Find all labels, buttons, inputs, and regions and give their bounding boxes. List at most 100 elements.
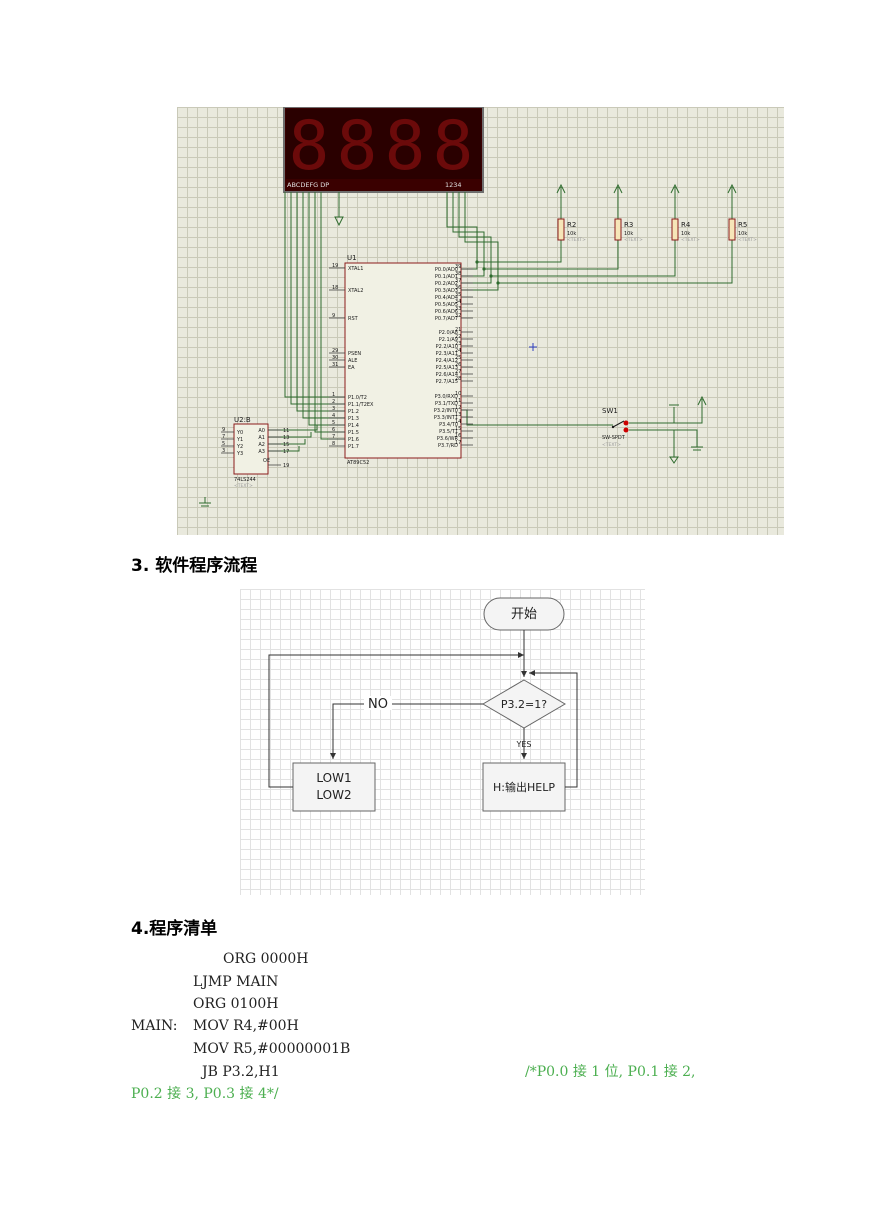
u1-pin-name: P2.3/A11 — [436, 351, 458, 357]
low-line-1: LOW1 — [316, 771, 351, 785]
u1-pin-number: 37 — [455, 278, 461, 284]
u1-pin-number: 31 — [332, 362, 338, 368]
u2-pin-number: 5 — [222, 441, 225, 447]
u1-pin-number: 5 — [332, 420, 335, 426]
vcc-arrow — [556, 183, 566, 194]
u1-pin-name: P3.6/WR — [437, 436, 459, 442]
u1-pin-number: 8 — [332, 441, 335, 447]
u1-pin-name: P2.1/A9 — [439, 337, 458, 343]
u1-pin-number: 4 — [332, 413, 335, 419]
u1-pin-name: P3.4/T0 — [439, 422, 458, 428]
u1-pin-name: P1.4 — [348, 423, 359, 429]
code-line-3: ORG 0100H — [193, 996, 279, 1012]
u1-pin-name: P0.3/AD3 — [435, 288, 458, 294]
u1-pin-number: 10 — [455, 391, 461, 397]
section-3-title: 3. 软件程序流程 — [131, 556, 258, 576]
u1-pin-name: RST — [348, 316, 359, 322]
flowchart-help-node: H:输出HELP — [482, 762, 566, 812]
u2-buffer: U2:B 74LS244 <TEXT> OE — [233, 416, 270, 489]
switch-vcc-arrow — [697, 395, 707, 406]
u1-pin-name: P3.3/INT1 — [434, 415, 458, 421]
u2-ref: U2:B — [234, 416, 251, 424]
u1-microcontroller: U1 AT89C52 — [344, 254, 462, 466]
u1-pin-number: 12 — [455, 405, 461, 411]
low-line-2: LOW2 — [316, 788, 351, 802]
resistor-value: 10k — [738, 231, 747, 237]
u1-pin-number: 2 — [332, 399, 335, 405]
u1-pin-name: P2.7/A15 — [436, 379, 458, 385]
u1-right-pins: 39P0.0/AD038P0.1/AD137P0.2/AD236P0.3/AD3… — [434, 264, 473, 449]
switch-wire-top — [629, 399, 703, 424]
resistor-value: 10k — [624, 231, 633, 237]
u1-pin-name: P0.4/AD4 — [435, 295, 458, 301]
wires — [199, 183, 737, 507]
u1-pin-number: 36 — [455, 285, 461, 291]
vcc-arrow — [670, 183, 680, 194]
u1-pin-number: 3 — [332, 406, 335, 412]
u2-pin-name: Y3 — [236, 451, 243, 457]
u1-pin-name: P1.3 — [348, 416, 359, 422]
u1-pin-name: P1.5 — [348, 430, 359, 436]
u1-pin-name: XTAL1 — [348, 266, 363, 272]
junction-dot — [496, 281, 500, 285]
u1-pin-number: 38 — [455, 271, 461, 277]
switch-ref: SW1 — [602, 407, 618, 415]
u1-pin-name: P2.5/A13 — [436, 365, 458, 371]
u2-oe-label: OE — [263, 458, 270, 464]
u1-pin-name: P0.6/AD6 — [435, 309, 458, 315]
u1-pin-number: 34 — [455, 299, 461, 305]
u2-pin-name: Y2 — [236, 444, 243, 450]
u1-pin-number: 11 — [455, 398, 461, 404]
no-label: NO — [368, 697, 388, 712]
pullup-wire — [477, 240, 562, 263]
u2-pin-name: A3 — [258, 449, 265, 455]
u1-pin-number: 9 — [332, 313, 335, 319]
digit-glyph: 8 — [433, 107, 474, 186]
display-digit-3: 8 — [385, 107, 426, 186]
u2-text-tag: <TEXT> — [234, 483, 253, 489]
u1-pin-number: 1 — [332, 392, 335, 398]
resistor-text-tag: <TEXT> — [624, 237, 643, 243]
u1-pin-number: 7 — [332, 434, 335, 440]
u1-pin-name: P0.7/AD7 — [435, 316, 458, 322]
segment-wire — [308, 192, 345, 426]
u1-pin-name: P1.2 — [348, 409, 359, 415]
u1-pin-name: P1.0/T2 — [348, 395, 367, 401]
resistor-body — [557, 218, 565, 241]
u1-pin-number: 39 — [455, 264, 461, 270]
decision-label: P3.2=1? — [501, 698, 547, 711]
junction-dot — [482, 267, 486, 271]
u1-pin-number: 14 — [455, 419, 461, 425]
resistor-body — [671, 218, 679, 241]
resistor-value: 10k — [681, 231, 690, 237]
u1-pin-name: P2.2/A10 — [436, 344, 458, 350]
code-line-4: MOV R4,#00H — [193, 1018, 299, 1034]
u2-pin-name: A2 — [258, 442, 265, 448]
u2-pin-name: A0 — [258, 428, 265, 434]
u1-pin-name: P0.5/AD5 — [435, 302, 458, 308]
u1-pin-name: P0.0/AD0 — [435, 267, 458, 273]
u1-pin-name: P3.7/RD — [438, 443, 458, 449]
u1-pin-number: 13 — [455, 412, 461, 418]
u1-pin-number: 35 — [455, 292, 461, 298]
flowchart-decision-node: P3.2=1? — [482, 679, 566, 729]
u1-pin-number: 33 — [455, 306, 461, 312]
u1-pin-number: 18 — [332, 285, 338, 291]
resistor-body — [614, 218, 622, 241]
resistor-text-tag: <TEXT> — [681, 237, 700, 243]
digit-glyph: 8 — [337, 107, 378, 186]
u1-pin-number: 15 — [455, 426, 461, 432]
flowchart-low-node: LOW1 LOW2 — [292, 762, 376, 812]
u1-pin-number: 23 — [455, 341, 461, 347]
switch-text-tag: <TEXT> — [602, 442, 621, 448]
u2-pin-number: 17 — [283, 449, 289, 455]
u2-pin-number: 19 — [283, 463, 289, 469]
u1-pin-name: P3.0/RXD — [435, 394, 459, 400]
u1-pin-number: 24 — [455, 348, 461, 354]
u1-pin-number: 28 — [455, 376, 461, 382]
